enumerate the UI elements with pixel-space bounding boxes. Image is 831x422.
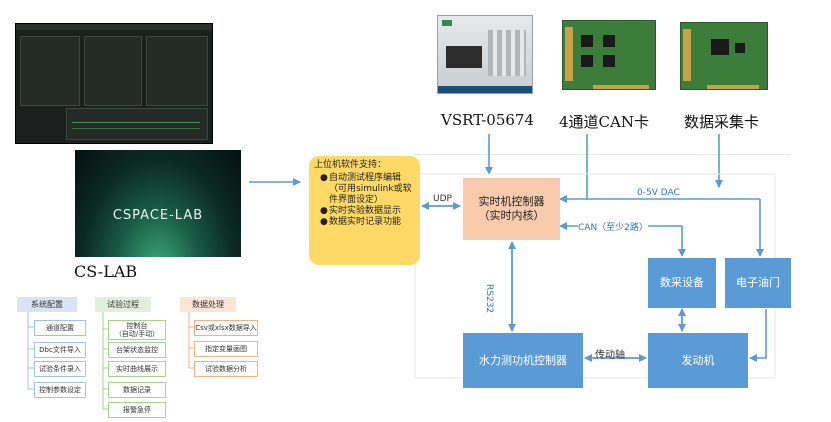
tree-item: 报警急停 — [108, 402, 166, 418]
screenshot-trace — [72, 128, 200, 129]
category-data-processing: 数据处理 — [180, 297, 236, 312]
card-chip — [711, 39, 729, 55]
bullet-dot-icon: ● — [320, 217, 328, 227]
separator-line — [414, 154, 790, 155]
card-edge — [593, 85, 649, 89]
tree-item: 实时曲线展示 — [108, 361, 166, 377]
tree-item: 控制参数设定 — [34, 382, 86, 398]
tree-item: 台架状态监控 — [108, 342, 166, 358]
host-box-bullet: ● 自动测试程序编辑 （可用simulink或软件界面设定） — [320, 173, 415, 206]
vsrt-chassis-image — [437, 15, 533, 94]
card-chip — [735, 43, 745, 53]
tree-item: 控制台 （自动/手动） — [108, 320, 166, 340]
throttle-box: 电子油门 — [725, 258, 791, 308]
screenshot-panel — [146, 36, 208, 106]
screenshot-panel — [84, 36, 142, 106]
bullet-dot-icon: ● — [320, 206, 328, 216]
dyno-controller-box: 水力测功机控制器 — [463, 333, 583, 388]
vsrt-label: VSRT-05674 — [441, 111, 534, 129]
shaft-label: 传动轴 — [595, 350, 625, 361]
dac-label: 0-5V DAC — [637, 188, 680, 198]
card-edge — [707, 85, 759, 89]
host-box-bullet-text: 自动测试程序编辑 （可用simulink或软件界面设定） — [329, 173, 412, 205]
card-chip — [603, 55, 615, 67]
tree-item: 指定变量画图 — [194, 341, 258, 357]
engine-box: 发动机 — [648, 333, 748, 388]
cs-lab-label: CS-LAB — [74, 262, 138, 281]
vsrt-ports — [446, 46, 482, 68]
bullet-dot-icon: ● — [320, 173, 328, 183]
vsrt-front-strip — [438, 86, 532, 93]
screenshot-chart-panel — [66, 108, 208, 140]
card-chip — [603, 35, 615, 47]
card-chip — [581, 35, 593, 47]
cspace-lab-image: CSPACE-LAB — [75, 150, 241, 257]
tree-item: Dbc文件导入 — [34, 342, 86, 358]
screenshot-trace — [72, 122, 200, 123]
card-connector — [683, 29, 691, 81]
host-box-title: 上位机软件支持： — [314, 160, 387, 170]
daq-card-label: 数据采集卡 — [684, 113, 760, 131]
screenshot-titlebar — [16, 24, 212, 30]
host-box-bullet: ● 数据实时记录功能 — [320, 217, 415, 228]
vsrt-logo — [442, 20, 452, 26]
cspace-lab-text: CSPACE-LAB — [112, 208, 204, 223]
card-chip — [581, 55, 593, 67]
rt-controller-box: 实时机控制器 （实时内核） — [463, 178, 560, 240]
software-screenshot — [15, 23, 213, 144]
host-box-bullet: ● 实时实验数据显示 — [320, 206, 415, 217]
tree-item: 试验数据分析 — [194, 361, 258, 377]
vsrt-slots — [488, 30, 526, 76]
screenshot-panel — [20, 36, 80, 106]
daq-device-box: 数采设备 — [648, 258, 716, 308]
card-connector — [565, 27, 573, 81]
category-system-config: 系统配置 — [17, 297, 77, 312]
daq-card-image — [680, 22, 768, 90]
rs232-label: RS232 — [484, 284, 494, 314]
tree-item: 通道配置 — [34, 320, 86, 336]
host-box-bullet-text: 数据实时记录功能 — [329, 217, 402, 227]
can-card-label: 4通道CAN卡 — [559, 113, 649, 131]
host-software-box: 上位机软件支持： ● 自动测试程序编辑 （可用simulink或软件界面设定） … — [309, 156, 420, 265]
tree-item: 数据记录 — [108, 382, 166, 398]
tree-item: 试验条件录入 — [34, 361, 86, 377]
can-card-image — [562, 20, 656, 90]
host-box-bullet-text: 实时实验数据显示 — [329, 206, 402, 216]
udp-label: UDP — [433, 194, 452, 204]
can-label: CAN（至少2路） — [578, 220, 648, 233]
tree-item: Csv或xlsx数据导入 — [194, 320, 258, 336]
category-test-process: 试验过程 — [95, 297, 151, 312]
